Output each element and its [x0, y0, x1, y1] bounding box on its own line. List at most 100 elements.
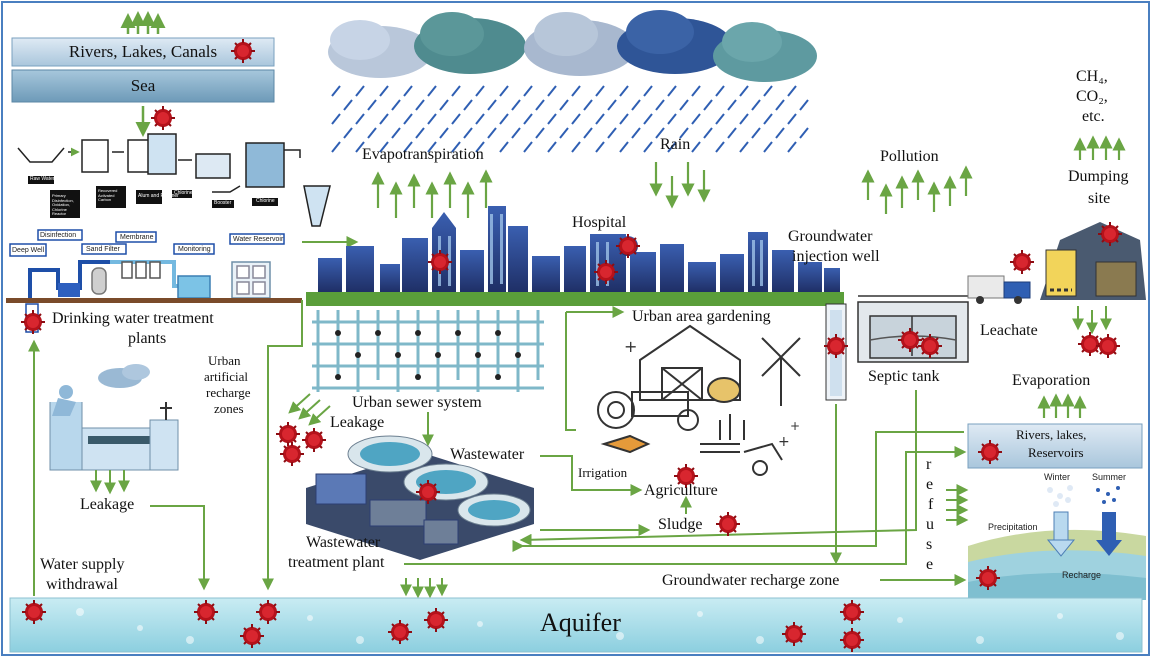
rain-streak [763, 113, 773, 125]
rain-streak [355, 141, 365, 153]
rain-streak [775, 127, 785, 139]
plant-tag: Membrane [120, 234, 154, 241]
virus-icon [275, 421, 301, 447]
plant-tag: Monitoring [178, 246, 211, 253]
svg-text:+: + [790, 419, 800, 433]
rain-streak [547, 113, 557, 125]
rain-streak [595, 141, 605, 153]
rain-streak [523, 141, 533, 153]
sewer-valves [335, 330, 521, 380]
virus-icon [279, 441, 305, 467]
rain-streak [535, 127, 545, 139]
refuse-letter: e [926, 476, 934, 493]
rain-streak [355, 85, 365, 97]
flow-lines [28, 300, 967, 599]
rain-streak [787, 141, 797, 153]
rain-streak [727, 99, 737, 111]
summer-label: Summer [1092, 472, 1127, 482]
wastewater-treatment-plant-label: Wastewater [306, 534, 381, 551]
rain-streak [679, 127, 689, 139]
rain-streak [511, 99, 521, 111]
truck-icon [967, 275, 1031, 304]
rain-streak [403, 113, 413, 125]
rain-streak [691, 141, 701, 153]
plant-tag: Deep Well [12, 247, 45, 254]
rain-streak [691, 113, 701, 125]
rain-streak [607, 127, 617, 139]
rain-streak [583, 99, 593, 111]
cemetery-icon [49, 364, 179, 471]
pollution-label: Pollution [880, 148, 939, 165]
rain-streak [631, 99, 641, 111]
rain-streak [499, 141, 509, 153]
recharge-panel [968, 485, 1146, 600]
urban-artificial-label-3: recharge [206, 385, 251, 400]
urban-artificial-label-2: artificial [204, 369, 249, 384]
step-tag: Alum and Polymer [138, 193, 179, 199]
winter-label: Winter [1044, 472, 1071, 482]
rain-streak [607, 99, 617, 111]
up-arrows-top-left [120, 11, 166, 34]
refuse-letter: f [928, 496, 934, 513]
rain-streak [751, 127, 761, 139]
rain-streak [727, 127, 737, 139]
rain-streak [475, 141, 485, 153]
rain-streak [343, 99, 353, 111]
sludge-label: Sludge [658, 516, 703, 533]
rain-streak [655, 127, 665, 139]
ch4-arrows [1073, 135, 1126, 160]
groundwater-recharge-zone-label: Groundwater recharge zone [662, 572, 840, 589]
evapotranspiration-label: Evapotranspiration [362, 146, 484, 163]
rain-streak [379, 85, 389, 97]
recharge-label: Recharge [1062, 570, 1102, 580]
rain-streak [559, 127, 569, 139]
rain-streak [391, 99, 401, 111]
rain-streak [655, 99, 665, 111]
rain-streak [643, 113, 653, 125]
rain-streak [739, 113, 749, 125]
drinking-water-plants-label: Drinking water treatment [52, 310, 214, 327]
wastewater-label: Wastewater [450, 446, 525, 463]
virus-icon [715, 511, 741, 537]
rain-streak [571, 141, 581, 153]
step-tag: Primary Disinfection, Oxidation, Chlorin… [52, 193, 74, 217]
rain-streak [511, 127, 521, 139]
rain-streak [367, 127, 377, 139]
virus-icon [301, 427, 327, 453]
treatment-process-strip [17, 133, 331, 227]
rain-streak [703, 99, 713, 111]
water-supply-label: Water supply [40, 556, 125, 573]
evaporation-arrows [1037, 393, 1087, 418]
evapotranspiration-arrows [371, 169, 493, 218]
step-tag: Booster [214, 200, 232, 206]
rain-streak [787, 85, 797, 97]
rain-streak [715, 113, 725, 125]
cemetery-leakage-label: Leakage [80, 496, 135, 513]
city-skyline-icon [306, 206, 844, 306]
rain-streak [775, 99, 785, 111]
rain-streak [667, 113, 677, 125]
rain-streak [715, 85, 725, 97]
rain-streak [667, 85, 677, 97]
refuse-letter: u [926, 516, 934, 533]
co2-label: CO₂, [1076, 88, 1108, 105]
irrigation-label: Irrigation [578, 465, 628, 480]
virus-icon [20, 309, 46, 335]
rain-streak [691, 85, 701, 97]
rain-streak [487, 99, 497, 111]
rain-streak [679, 99, 689, 111]
rain-streak [415, 99, 425, 111]
rain-streak [475, 113, 485, 125]
rain-streak [355, 113, 365, 125]
septic-tank-label: Septic tank [868, 368, 940, 385]
rain-streak [451, 113, 461, 125]
cloud-icon-group [328, 10, 817, 82]
rain-streak [535, 99, 545, 111]
sea-box [11, 69, 275, 103]
rain-streak [583, 127, 593, 139]
rain-streak [571, 113, 581, 125]
rain-streak [499, 85, 509, 97]
